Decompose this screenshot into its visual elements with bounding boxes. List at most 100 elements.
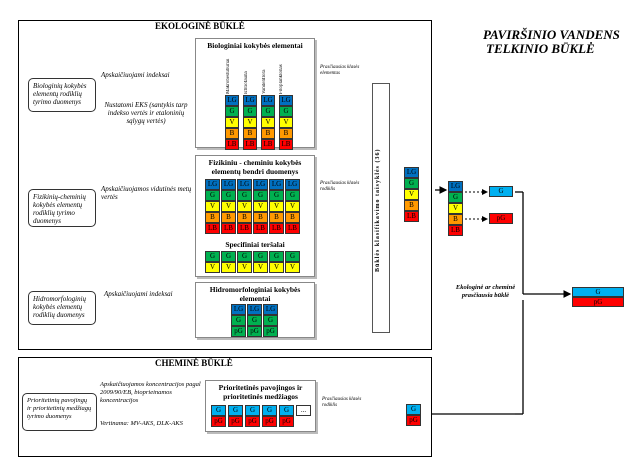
classifier-box <box>372 83 390 333</box>
grade-cell: pG <box>231 326 246 337</box>
grade-cell: G <box>231 315 246 326</box>
grade-cell: V <box>269 262 284 273</box>
grade-cell: V <box>279 117 293 128</box>
grade-cell: V <box>225 117 239 128</box>
chem-note: Prasčiausias klasės rodiklis <box>322 397 362 408</box>
grade-cell: LG <box>404 167 419 178</box>
grade-cell: B <box>279 128 293 139</box>
grade-cell: LG <box>261 95 275 106</box>
grade-cell: G <box>205 251 220 262</box>
classifier-label: Būklės klasifikavimo taisyklės (36) <box>375 148 381 272</box>
chem-step1: Apskaičiuojamos koncentracijos pagal 200… <box>100 381 201 404</box>
grade-cell: G <box>221 190 236 201</box>
bio-box-title: Biologiniai kokybės elementai <box>207 41 303 50</box>
grade-cell: pG <box>406 415 421 426</box>
grade-cell: LB <box>237 223 252 234</box>
grade-cell: G <box>245 405 260 416</box>
grade-cell: G <box>269 190 284 201</box>
grade-cell: LG <box>448 181 463 192</box>
grade-cell: pG <box>279 416 294 427</box>
grade-cell: G <box>404 178 419 189</box>
grade-cell: LG <box>247 304 262 315</box>
grade-cell: LG <box>279 95 293 106</box>
grade-cell: V <box>261 117 275 128</box>
hydro-box-title: Hidromorfologiniai kokybės elementai <box>209 285 301 303</box>
grade-cell: pG <box>247 326 262 337</box>
grade-cell: B <box>221 212 236 223</box>
bio-col-1: Ichtiofauna <box>244 71 249 94</box>
grade-cell: G <box>285 190 300 201</box>
grade-cell: V <box>448 203 463 214</box>
grade-cell: V <box>253 201 268 212</box>
bio-box <box>195 38 315 148</box>
grade-cell: LB <box>269 223 284 234</box>
grade-cell: LB <box>253 223 268 234</box>
grade-cell: LG <box>285 179 300 190</box>
grade-cell: G <box>279 405 294 416</box>
phys-step: Apskaičiuojamos vidutinės metų vertės <box>101 185 192 201</box>
grade-cell: pG <box>262 416 277 427</box>
hydro-step: Apskaičiuojami indeksai <box>104 290 173 298</box>
phys-source-box: Fizikinių-cheminių kokybės elementų rodi… <box>28 189 96 227</box>
grade-cell: LG <box>221 179 236 190</box>
grade-cell: B <box>225 128 239 139</box>
grade-cell: B <box>269 212 284 223</box>
pollutants-title: Specifiniai teršalai <box>225 240 285 249</box>
chem-step2: Vertinama: MV-AKS, DLK-AKS <box>100 420 183 427</box>
bio-step1: Apskaičiuojami indeksai <box>101 71 170 79</box>
grade-cell: V <box>205 201 220 212</box>
grade-cell: ... <box>296 405 311 416</box>
grade-cell: B <box>243 128 257 139</box>
grade-cell: LG <box>243 95 257 106</box>
headline: PAVIRŠINIO VANDENS TELKINIO BŪKLĖ <box>483 28 620 56</box>
grade-cell: G <box>262 405 277 416</box>
grade-cell: G <box>225 106 239 117</box>
grade-cell: V <box>237 262 252 273</box>
poor-status-pg: pG <box>489 213 513 224</box>
grade-cell: LG <box>263 304 278 315</box>
bio-step2: Nustatomi EKS (santykis tarp indekso ver… <box>104 101 188 125</box>
grade-cell: G <box>237 251 252 262</box>
grade-cell: LB <box>448 225 463 236</box>
grade-cell: V <box>205 262 220 273</box>
grade-cell: B <box>261 128 275 139</box>
grade-cell: V <box>221 262 236 273</box>
grade-cell: G <box>253 190 268 201</box>
grade-cell: V <box>253 262 268 273</box>
grade-cell: G <box>572 287 624 297</box>
grade-cell: LG <box>253 179 268 190</box>
grade-cell: LB <box>279 139 293 150</box>
grade-cell: LG <box>225 95 239 106</box>
grade-cell: pG <box>245 416 260 427</box>
good-status-g: G <box>489 186 513 197</box>
grade-cell: pG <box>572 297 624 307</box>
note-phys: Prasčiausias klasės rodiklis <box>320 181 360 192</box>
grade-cell: LB <box>243 139 257 150</box>
grade-cell: LG <box>269 179 284 190</box>
grade-cell: LG <box>237 179 252 190</box>
grade-cell: LB <box>285 223 300 234</box>
hydro-source-box: Hidromorfologinių kokybės elementų rodik… <box>28 291 96 325</box>
ecological-tag: EKOLOGINĖ BŪKLĖ <box>152 21 248 31</box>
phys-box-title: Fizikiniu - cheminiu kokybės elementų be… <box>208 158 302 176</box>
grade-cell: pG <box>263 326 278 337</box>
grade-cell: V <box>243 117 257 128</box>
grade-cell: V <box>237 201 252 212</box>
grade-cell: G <box>247 315 262 326</box>
grade-cell: LB <box>261 139 275 150</box>
grade-cell: G <box>253 251 268 262</box>
grade-cell: G <box>269 251 284 262</box>
grade-cell: G <box>211 405 226 416</box>
grade-cell: LB <box>221 223 236 234</box>
bio-col-0: Makrobestuburiai <box>226 58 231 94</box>
grade-cell: V <box>404 189 419 200</box>
grade-cell: V <box>285 262 300 273</box>
headline-line1: PAVIRŠINIO VANDENS <box>483 27 620 42</box>
grade-cell: B <box>404 200 419 211</box>
